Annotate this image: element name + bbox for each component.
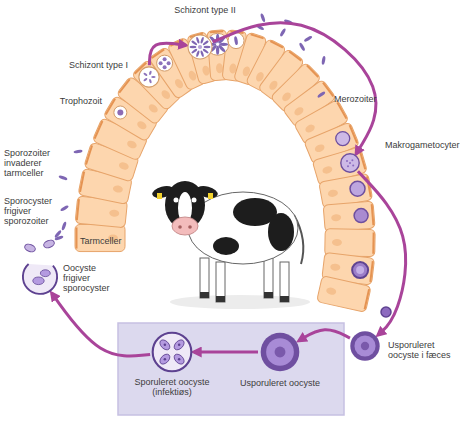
- stage-node: Oocyste frigiver sporocyster: [21, 258, 59, 296]
- intestinal-cell: [323, 201, 375, 232]
- life-cycle-arrow: [52, 293, 150, 356]
- parasite-vacuole: [167, 61, 171, 65]
- parasite-vacuole: [157, 55, 173, 71]
- parasite-body: [73, 149, 82, 154]
- intestinal-cell: [325, 229, 375, 257]
- stage-node: Sporuleret oocyste (infektiøs): [151, 331, 193, 373]
- stage-shape: [151, 331, 193, 373]
- parasite-body: [218, 36, 227, 45]
- parasite-body: [234, 36, 239, 45]
- parasite-stages: [24, 13, 391, 317]
- parasite-body: [216, 34, 219, 43]
- intestinal-cell: [317, 276, 372, 313]
- stage-node: Schizont type I: [138, 66, 160, 88]
- part-label: Sporocyster frigiver sporozoiter: [4, 196, 60, 226]
- parasite-body: [216, 46, 219, 55]
- parasite-vacuole: [163, 65, 167, 69]
- stage-node: Makrogametocyter: [340, 153, 360, 173]
- parasite-vacuole: [117, 110, 123, 116]
- sporocyst: [43, 239, 56, 249]
- parasite-body: [219, 43, 228, 46]
- parasite-body: [321, 56, 326, 65]
- stage-label: Oocyste frigiver sporocyster: [63, 263, 118, 293]
- life-cycle-arrow: [358, 171, 406, 335]
- parasite-body: [60, 205, 69, 212]
- life-cycle-arrow: [299, 330, 350, 341]
- stage-node: Schizont type II: [187, 34, 213, 60]
- stage-label: Sporuleret oocyste (infektiøs): [122, 377, 222, 397]
- life-cycle-arrow: [149, 43, 185, 65]
- part-label: Trophozoit: [40, 96, 102, 106]
- stage-label: Usporuleret oocyste: [230, 378, 330, 388]
- parasite-vacuole: [354, 209, 368, 223]
- parasite-vacuole: [228, 33, 244, 49]
- stage-shape: [340, 153, 360, 173]
- parasite-body: [255, 24, 264, 31]
- stage-label: Schizont type I: [50, 60, 128, 70]
- stage-label: Makrogametocyter: [385, 140, 473, 150]
- parasite-body: [298, 42, 305, 51]
- parasite-vacuole: [350, 181, 365, 196]
- part-label: Merozoiter: [334, 94, 394, 104]
- stage-shape: [187, 34, 213, 60]
- stage-shape: [349, 330, 381, 362]
- parasite-vacuole: [114, 106, 127, 119]
- life-cycle-arrow: [213, 23, 376, 154]
- stage-node: Usporuleret oocyste i fæces: [349, 330, 381, 362]
- parasite-body: [284, 19, 294, 25]
- parasite-body: [317, 91, 326, 99]
- parasite-vacuole: [352, 262, 368, 278]
- parasite-body: [54, 230, 62, 239]
- parasite-body: [303, 35, 312, 42]
- parasite-body: [279, 28, 286, 37]
- part-label: Sporozoiter invaderer tarmceller: [4, 148, 60, 178]
- life-cycle-arrow: [194, 351, 258, 354]
- parasite-vacuole: [163, 57, 167, 61]
- intestinal-cells: [75, 30, 375, 313]
- stage-shape: [21, 258, 59, 296]
- parasite-vacuole: [381, 307, 391, 317]
- parasite-vacuole: [356, 266, 364, 274]
- stage-node: Usporuleret oocyste: [259, 331, 301, 373]
- stage-label: Schizont type II: [150, 5, 260, 15]
- part-label: Tarmceller: [80, 236, 130, 246]
- parasite-body: [58, 175, 68, 181]
- sporocyst: [24, 243, 37, 253]
- parasite-body: [61, 221, 67, 231]
- stage-shape: [138, 66, 160, 88]
- parasite-vacuole: [336, 132, 350, 146]
- calf-illustration: [151, 181, 310, 309]
- parasite-vacuole: [159, 61, 163, 65]
- stage-shape: [259, 331, 301, 373]
- parasite-body: [260, 13, 266, 23]
- oocyst-panel: [118, 323, 344, 415]
- stage-label: Usporuleret oocyste i fæces: [388, 340, 468, 360]
